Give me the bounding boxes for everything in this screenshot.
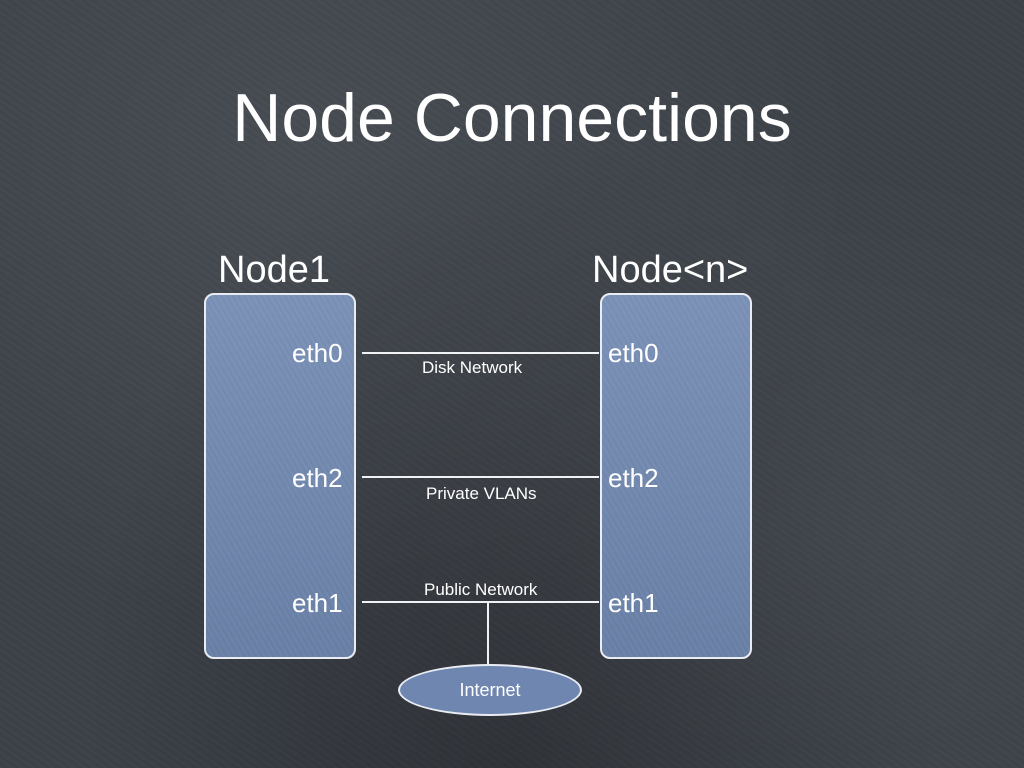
noden-port-eth2: eth2 — [608, 463, 659, 493]
node1-port-eth0: eth0 — [292, 338, 343, 368]
disk-network-label: Disk Network — [422, 358, 523, 377]
private-vlans-line — [362, 476, 599, 478]
node1-port-eth2: eth2 — [292, 463, 343, 493]
noden-port-eth1: eth1 — [608, 588, 659, 618]
noden-heading: Node<n> — [592, 249, 749, 291]
noden-port-eth0: eth0 — [608, 338, 659, 368]
disk-network-line — [362, 352, 599, 354]
internet-label: Internet — [459, 680, 521, 700]
private-vlans-label: Private VLANs — [426, 484, 537, 503]
node1-port-eth1: eth1 — [292, 588, 343, 618]
node1-heading: Node1 — [218, 249, 330, 291]
public-network-line — [362, 601, 599, 603]
noden-box — [600, 293, 752, 659]
node1-box — [204, 293, 356, 659]
public-network-label: Public Network — [424, 580, 538, 599]
internet-ellipse: Internet — [398, 664, 582, 716]
internet-uplink-line — [487, 603, 489, 665]
slide-title: Node Connections — [232, 80, 792, 156]
